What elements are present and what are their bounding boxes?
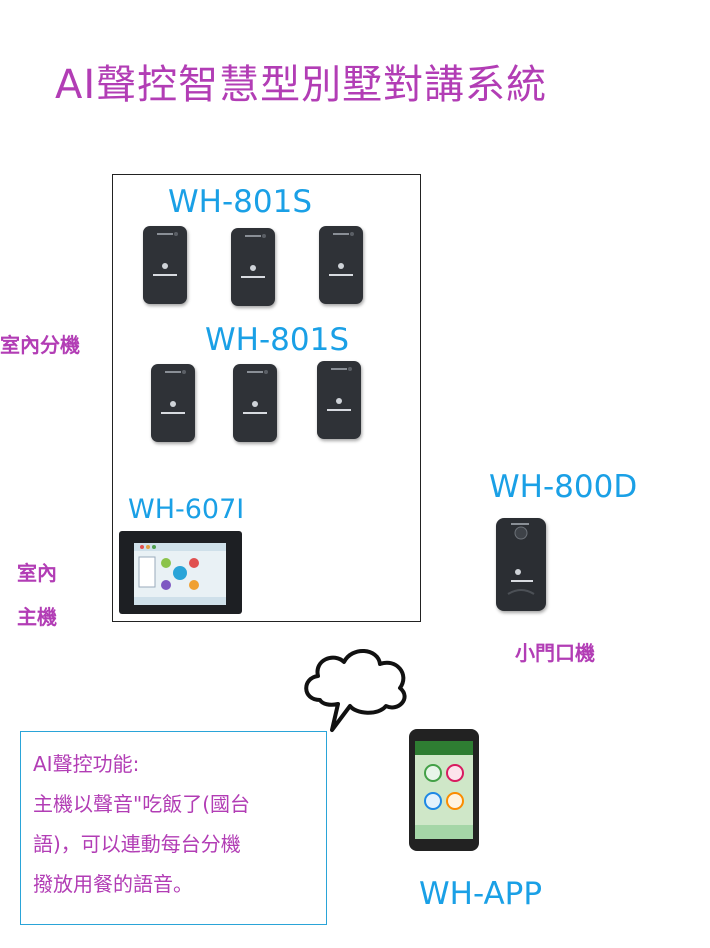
indoor-row1-model-label: WH-801S [168,184,312,220]
door-station [496,518,546,611]
callout-line: AI聲控功能: [33,752,140,776]
diagram-title: AI聲控智慧型別墅對講系統 [55,62,548,108]
indoor-unit [231,228,275,306]
indoor-unit [151,364,195,442]
indoor-unit [233,364,277,442]
door-model-label: WH-800D [489,469,638,505]
app-model-label: WH-APP [419,876,543,912]
indoor-master-label-line2: 主機 [17,605,57,629]
callout-line: 語)，可以連動每台分機 [33,832,241,856]
indoor-unit [319,226,363,304]
indoor-extension-label: 室內分機 [0,333,80,357]
indoor-unit [143,226,187,304]
indoor-master-label-line1: 室內 [17,561,57,585]
smartphone-app [409,729,479,851]
monitor-model-label: WH-607I [128,494,245,525]
callout-line: 撥放用餐的語音。 [33,872,193,896]
indoor-row2-model-label: WH-801S [205,322,349,358]
cloud-speech-icon [304,649,407,732]
callout-line: 主機以聲音"吃飯了(國台 [33,792,251,816]
indoor-unit [317,361,361,439]
ai-voice-callout: AI聲控功能: 主機以聲音"吃飯了(國台 語)，可以連動每台分機 撥放用餐的語音… [20,731,327,925]
indoor-monitor [119,531,242,614]
small-door-label: 小門口機 [515,641,595,665]
